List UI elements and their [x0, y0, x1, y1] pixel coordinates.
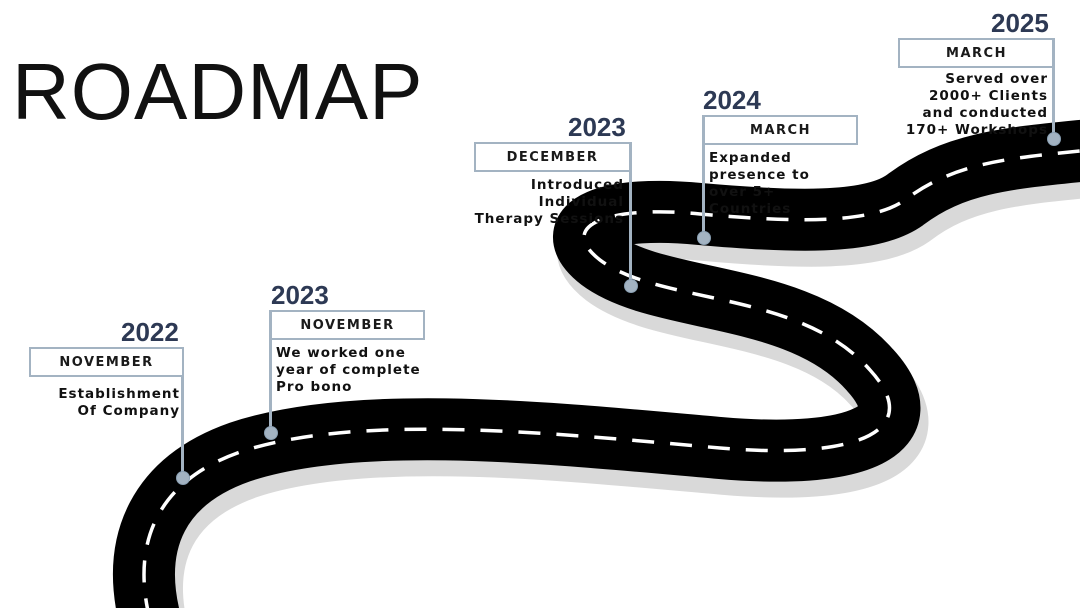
milestone-month-label: MARCH	[898, 38, 1055, 68]
milestone-marker-dot	[624, 279, 638, 293]
milestone-description: Served over 2000+ Clients and conducted …	[905, 71, 1048, 138]
lane-marking	[142, 149, 1080, 608]
milestone-marker-dot	[264, 426, 278, 440]
milestone-marker-dot	[697, 231, 711, 245]
milestone-month-label: NOVEMBER	[29, 347, 184, 377]
milestone-year: 2024	[703, 85, 761, 115]
milestone-month-label: DECEMBER	[474, 142, 631, 172]
page-title: ROADMAP	[12, 47, 424, 136]
milestone-stem	[1052, 38, 1055, 138]
milestone-year: 2023	[568, 112, 626, 142]
milestone-description: We worked one year of complete Pro bono	[276, 345, 421, 395]
milestone-year: 2023	[271, 280, 329, 310]
milestone-year: 2022	[121, 317, 179, 347]
milestone-stem	[181, 377, 184, 477]
milestone-month-label: NOVEMBER	[270, 310, 425, 340]
milestone-description: Establishment Of Company	[58, 386, 180, 419]
milestone-month-label: MARCH	[703, 115, 858, 145]
milestone-marker-dot	[176, 471, 190, 485]
milestone-stem	[629, 142, 632, 285]
milestone-marker-dot	[1047, 132, 1061, 146]
milestone-description: Expanded presence to over 5+ Countries	[709, 150, 810, 217]
milestone-year: 2025	[991, 8, 1049, 38]
milestone-stem	[269, 310, 272, 432]
milestone-description: Introduced Individual Therapy Sessions	[474, 177, 624, 227]
milestone-stem	[702, 115, 705, 237]
